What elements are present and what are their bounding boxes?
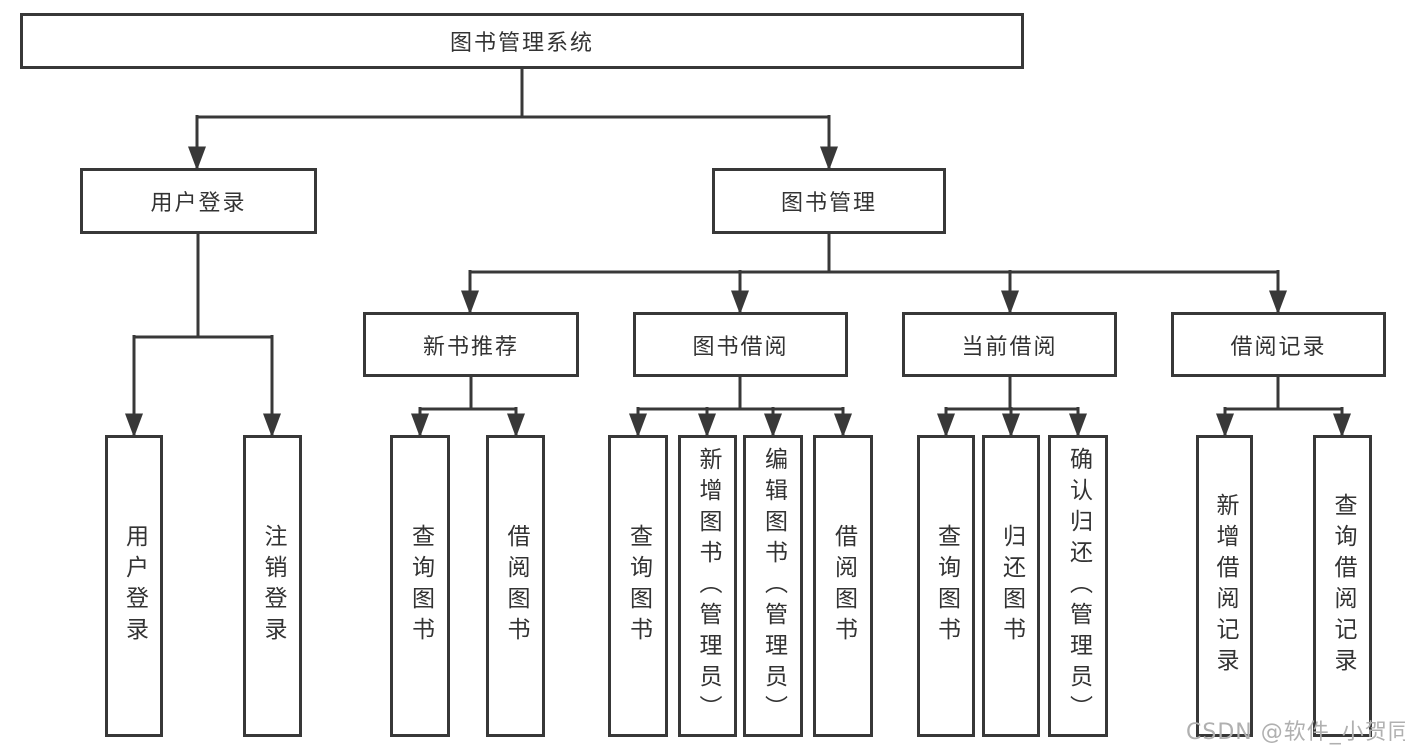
leaf-edit-book-admin: 编辑图书（管理员） [743,435,803,737]
leaf-user-login: 用户登录 [105,435,163,737]
leaf-query-borrow-record: 查询借阅记录 [1313,435,1372,737]
leaf-query-books-recommend: 查询图书 [390,435,450,737]
leaf-borrow-books-recommend: 借阅图书 [486,435,545,737]
node-user-login: 用户登录 [80,168,317,234]
leaf-return-books: 归还图书 [982,435,1040,737]
node-borrowing-records: 借阅记录 [1171,312,1386,377]
node-new-book-recommendation: 新书推荐 [363,312,579,377]
node-current-borrowing: 当前借阅 [902,312,1117,377]
leaf-borrow-books-borrowing: 借阅图书 [813,435,873,737]
csdn-watermark: CSDN @软件_小贺同学 [1186,720,1405,745]
leaf-add-borrow-record: 新增借阅记录 [1196,435,1253,737]
leaf-query-books-borrowing: 查询图书 [608,435,668,737]
leaf-query-books-current: 查询图书 [917,435,975,737]
node-library-management-system: 图书管理系统 [20,13,1024,69]
node-book-management: 图书管理 [712,168,946,234]
node-book-borrowing: 图书借阅 [633,312,848,377]
leaf-logout: 注销登录 [243,435,302,737]
leaf-confirm-return-admin: 确认归还（管理员） [1048,435,1108,737]
leaf-add-book-admin: 新增图书（管理员） [678,435,737,737]
